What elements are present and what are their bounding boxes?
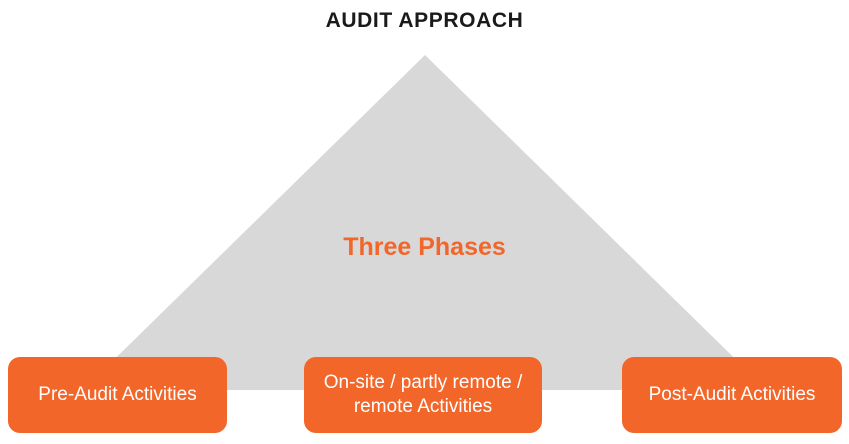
phase-box-onsite-remote: On-site / partly remote / remote Activit… (304, 357, 542, 433)
triangle-shape (83, 55, 767, 390)
phase-box-label: Pre-Audit Activities (38, 384, 197, 406)
three-phases-label: Three Phases (343, 233, 506, 261)
diagram-title: AUDIT APPROACH (325, 9, 524, 32)
phase-box-label: On-site / partly remote / remote Activit… (323, 372, 523, 417)
phase-box-pre-audit: Pre-Audit Activities (8, 357, 227, 433)
phase-box-label: Post-Audit Activities (648, 384, 816, 406)
phase-box-post-audit: Post-Audit Activities (622, 357, 842, 433)
